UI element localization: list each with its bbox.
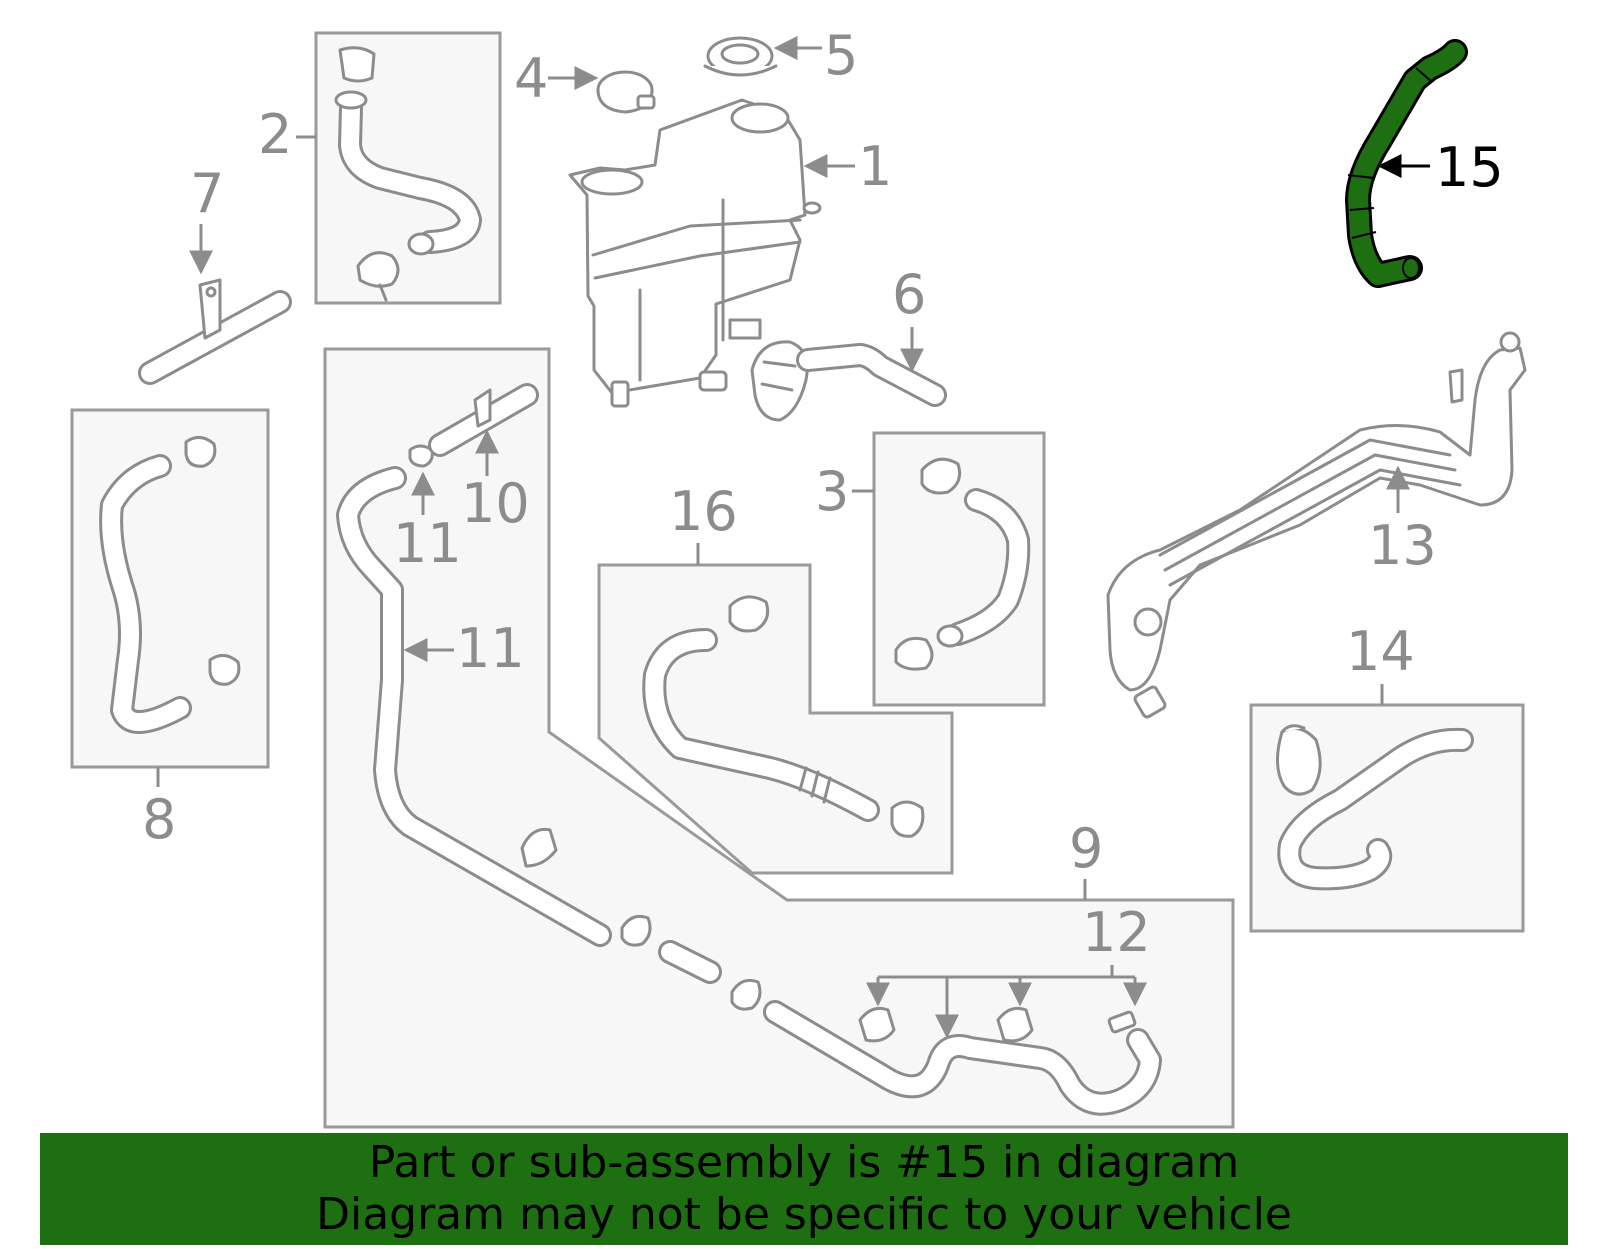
coolant-reservoir-part-1 xyxy=(568,98,822,408)
callout-13: 13 xyxy=(1368,514,1437,577)
hose-assembly-part-16 xyxy=(642,595,925,838)
callout-2: 2 xyxy=(258,103,292,166)
callout-10: 10 xyxy=(461,472,530,535)
callout-5: 5 xyxy=(824,24,858,87)
hose-part-6 xyxy=(750,340,947,422)
part-info-banner: Part or sub-assembly is #15 in diagram D… xyxy=(40,1133,1568,1245)
callout-14: 14 xyxy=(1346,620,1415,683)
hose-assembly-part-14 xyxy=(1276,724,1474,891)
hose-assembly-part-8 xyxy=(99,436,241,734)
callout-16: 16 xyxy=(669,480,738,543)
hose-assembly-part-3 xyxy=(894,457,1031,671)
callout-7: 7 xyxy=(190,162,224,225)
group-box-9 xyxy=(323,347,1235,1129)
banner-line-2: Diagram may not be specific to your vehi… xyxy=(316,1189,1292,1240)
callout-leaders xyxy=(156,36,1430,1039)
callout-15: 15 xyxy=(1435,136,1504,199)
pipe-part-7 xyxy=(138,278,292,385)
callout-12: 12 xyxy=(1082,901,1151,964)
callout-6: 6 xyxy=(892,263,926,326)
callout-9: 9 xyxy=(1069,817,1103,880)
callout-3: 3 xyxy=(815,460,849,523)
callout-1: 1 xyxy=(858,135,892,198)
pipe-assembly-part-13 xyxy=(1106,331,1527,719)
cap-seal-part-5 xyxy=(703,36,778,77)
hose-assembly-part-2 xyxy=(334,46,482,302)
hose-assembly-part-9 xyxy=(336,444,1162,1116)
cap-part-4 xyxy=(596,70,656,114)
pipe-part-10 xyxy=(428,383,539,457)
callout-8: 8 xyxy=(142,788,176,851)
highlighted-hose-part-15 xyxy=(1345,39,1468,288)
callout-11-lower: 11 xyxy=(456,617,525,680)
banner-line-1: Part or sub-assembly is #15 in diagram xyxy=(368,1137,1240,1188)
callout-4: 4 xyxy=(514,47,548,110)
callout-11-upper: 11 xyxy=(393,512,462,575)
